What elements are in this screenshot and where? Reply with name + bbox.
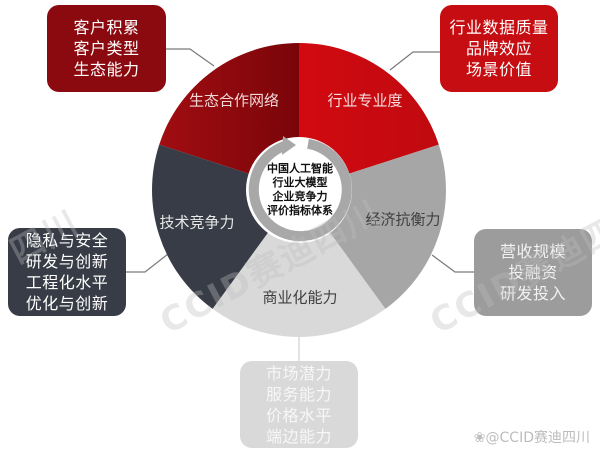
box-commercial: 市场潜力 服务能力 价格水平 端边能力 <box>240 361 358 448</box>
box-line: 生态能力 <box>73 60 140 79</box>
box-line: 客户积累 <box>73 18 140 37</box>
segment-commercial <box>212 232 386 337</box>
center-title-line: 行业大模型 <box>272 176 328 189</box>
cycle-arrow-icon <box>248 136 352 242</box>
center-title-line: 评价指标体系 <box>267 204 333 217</box>
center-title: 中国人工智能 行业大模型 企业竞争力 评价指标体系 <box>267 162 333 218</box>
center-disc <box>246 137 352 243</box>
box-economic: 营收规模 投融资 研发投入 <box>474 229 592 316</box>
box-line: 场景价值 <box>465 60 532 79</box>
box-line: 营收规模 <box>499 242 566 261</box>
box-industry: 行业数据质量 品牌效应 场景价值 <box>440 5 558 92</box>
box-line: 隐私与安全 <box>25 231 109 250</box>
box-line: 市场潜力 <box>265 363 332 383</box>
box-line: 优化与创新 <box>25 294 109 313</box>
center-title-line: 中国人工智能 <box>267 162 333 175</box>
segment-label-ecosystem: 生态合作网络 <box>188 91 280 110</box>
connector-ecosystem <box>166 48 215 67</box>
segment-technology <box>152 144 269 309</box>
box-line: 投融资 <box>508 263 558 282</box>
connector-economic <box>431 254 474 273</box>
segment-label-economic: 经济抗衡力 <box>365 210 441 229</box>
box-line: 客户类型 <box>73 39 140 58</box>
segment-economic <box>329 144 446 309</box>
segment-label-technology: 技术竞争力 <box>159 213 235 232</box>
box-line: 品牌效应 <box>465 39 532 58</box>
segment-industry <box>299 43 439 174</box>
connector-technology <box>126 253 169 273</box>
paw-icon: ❀ <box>473 430 486 446</box>
box-line: 工程化水平 <box>25 273 109 292</box>
box-line: 研发投入 <box>499 284 566 303</box>
segment-label-industry: 行业专业度 <box>327 91 403 110</box>
center-title-line: 企业竞争力 <box>272 190 328 203</box>
box-line: 行业数据质量 <box>449 18 549 37</box>
segment-ecosystem <box>159 43 299 174</box>
box-technology: 隐私与安全 研发与创新 工程化水平 优化与创新 <box>8 228 126 316</box>
source-credit: ❀@CCID赛迪四川 <box>474 427 590 447</box>
box-line: 端边能力 <box>265 426 332 446</box>
box-line: 服务能力 <box>265 384 332 404</box>
credit-text: @CCID赛迪四川 <box>485 430 590 446</box>
connector-lines <box>126 48 474 361</box>
box-line: 研发与创新 <box>25 252 109 271</box>
box-line: 价格水平 <box>265 405 332 425</box>
connector-industry <box>389 51 440 71</box>
box-ecosystem: 客户积累 客户类型 生态能力 <box>47 5 166 92</box>
segment-label-commercial: 商业化能力 <box>262 288 338 307</box>
